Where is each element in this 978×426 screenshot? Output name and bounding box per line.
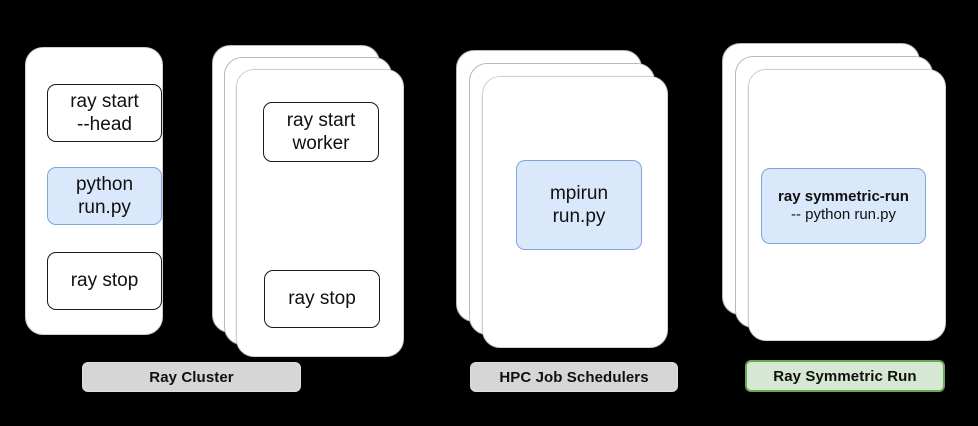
command-line-1: python bbox=[75, 173, 134, 195]
command-line-1: mpirun bbox=[549, 182, 609, 204]
group-label-text: Ray Cluster bbox=[149, 368, 234, 386]
group-label-ray-cluster[interactable]: Ray Cluster bbox=[82, 362, 301, 392]
command-box-ray-stop-worker[interactable]: ray stop bbox=[264, 270, 380, 328]
command-line-2: --head bbox=[77, 114, 132, 135]
group-label-hpc-job-schedulers[interactable]: HPC Job Schedulers bbox=[470, 362, 678, 392]
command-line-2: -- python run.py bbox=[790, 206, 897, 223]
command-line-1: ray stop bbox=[70, 270, 139, 292]
command-line-2: run.py bbox=[552, 206, 606, 227]
group-label-ray-symmetric-run[interactable]: Ray Symmetric Run bbox=[745, 360, 945, 392]
command-line-2: run.py bbox=[78, 197, 131, 218]
command-box-ray-stop-head[interactable]: ray stop bbox=[47, 252, 162, 310]
command-box-ray-symmetric-run[interactable]: ray symmetric-run -- python run.py bbox=[761, 168, 926, 244]
command-box-python-run[interactable]: python run.py bbox=[47, 167, 162, 225]
command-line-1: ray stop bbox=[288, 288, 356, 310]
command-box-ray-start-worker[interactable]: ray start worker bbox=[263, 102, 379, 162]
command-line-2: worker bbox=[292, 133, 350, 154]
group-label-text: HPC Job Schedulers bbox=[499, 368, 649, 386]
command-line-1: ray start bbox=[70, 90, 139, 112]
command-line-1: ray start bbox=[286, 109, 356, 131]
command-box-ray-start-head[interactable]: ray start --head bbox=[47, 84, 162, 142]
command-line-1: ray symmetric-run bbox=[778, 187, 909, 205]
group-label-text: Ray Symmetric Run bbox=[773, 367, 917, 385]
command-box-mpirun-run[interactable]: mpirun run.py bbox=[516, 160, 642, 250]
